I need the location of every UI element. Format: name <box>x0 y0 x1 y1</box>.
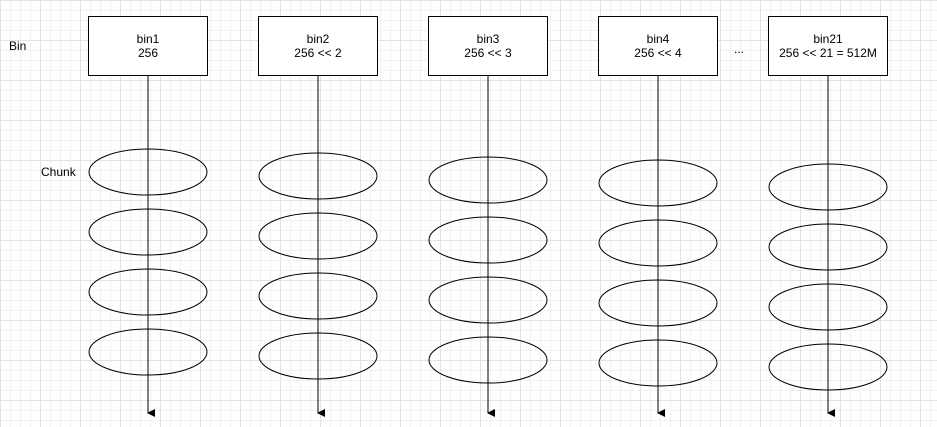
chunk-ellipse <box>598 339 718 387</box>
chunk-ellipse <box>768 283 888 331</box>
bin-title: bin21 <box>813 32 843 46</box>
bin-box: bin2 256 << 2 <box>258 16 378 76</box>
ellipsis-separator: ... <box>734 42 745 56</box>
chunk-ellipse <box>598 219 718 267</box>
chunk-ellipse <box>88 148 208 196</box>
chunk-ellipse <box>598 159 718 207</box>
chunk-ellipse <box>428 336 548 384</box>
bin-box: bin21 256 << 21 = 512M <box>768 16 888 76</box>
chunk-ellipse <box>768 343 888 391</box>
chunk-ellipse <box>258 332 378 380</box>
bin-title: bin4 <box>646 32 670 46</box>
chunk-ellipse <box>258 272 378 320</box>
chunk-ellipse <box>768 163 888 211</box>
chunk-ellipse <box>88 208 208 256</box>
chunk-ellipse <box>88 328 208 376</box>
bin-title: bin1 <box>136 32 160 46</box>
chunk-ellipse <box>768 223 888 271</box>
chunk-ellipse <box>428 216 548 264</box>
chunk-ellipse <box>88 268 208 316</box>
chunk-row-label: Chunk <box>41 165 76 179</box>
bin-box: bin1 256 <box>88 16 208 76</box>
bin-box: bin4 256 << 4 <box>598 16 718 76</box>
chunk-ellipse <box>598 279 718 327</box>
bin-box: bin3 256 << 3 <box>428 16 548 76</box>
bin-row-label: Bin <box>9 39 27 53</box>
bin-size: 256 <box>137 46 159 60</box>
bin-title: bin2 <box>306 32 330 46</box>
bin-size: 256 << 4 <box>634 46 682 60</box>
chunk-ellipse <box>428 156 548 204</box>
bin-size: 256 << 2 <box>294 46 342 60</box>
chunk-ellipse <box>258 152 378 200</box>
bin-size: 256 << 21 = 512M <box>779 46 877 60</box>
chunk-ellipse <box>428 276 548 324</box>
bin-size: 256 << 3 <box>464 46 512 60</box>
chunk-ellipse <box>258 212 378 260</box>
bin-title: bin3 <box>476 32 500 46</box>
